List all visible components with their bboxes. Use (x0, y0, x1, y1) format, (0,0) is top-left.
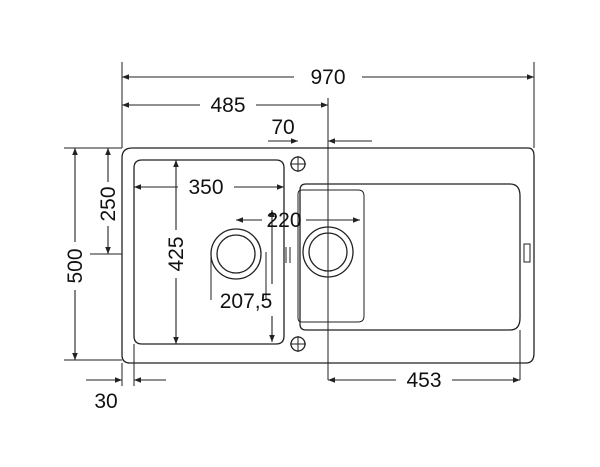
dimension-labels: 970 485 70 350 220 425 207,5 250 500 30 … (64, 66, 442, 413)
dim-bowl-height: 425 (165, 236, 188, 271)
tap-hole-bottom (290, 336, 306, 352)
dim-bowl-spacing: 220 (266, 209, 301, 232)
dim-overall-depth: 500 (64, 248, 87, 283)
dim-drain-position: 207,5 (220, 290, 273, 313)
dim-tap-offset: 70 (271, 116, 294, 139)
dim-half-depth: 250 (97, 186, 120, 221)
dim-overall-width: 970 (310, 66, 345, 89)
dim-left-width: 485 (210, 94, 245, 117)
small-bowl (133, 159, 285, 345)
handle-notch (523, 243, 531, 263)
dimension-lines (72, 74, 534, 383)
drain-left (210, 228, 262, 280)
dim-small-bowl-width: 350 (188, 176, 223, 199)
sink-outline (121, 147, 535, 364)
large-bowl (297, 183, 531, 331)
dim-edge-offset: 30 (94, 390, 117, 413)
tap-hole-top (290, 156, 306, 172)
overflow-tab (285, 247, 291, 263)
dim-right-section: 453 (406, 369, 441, 392)
